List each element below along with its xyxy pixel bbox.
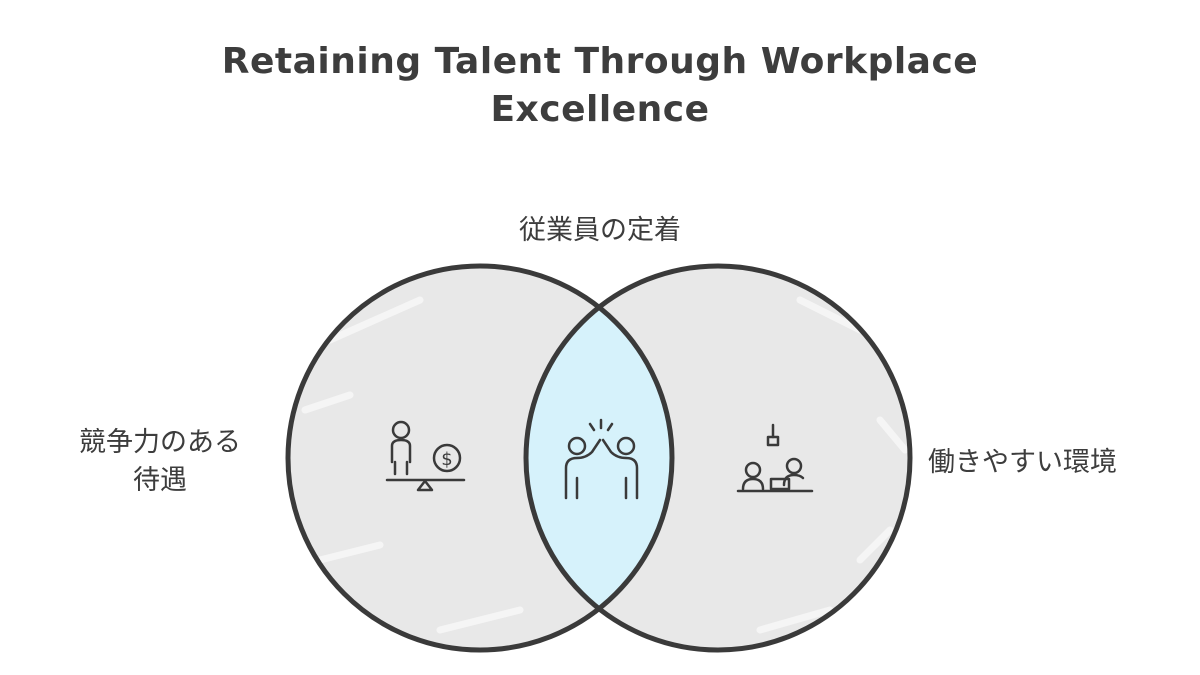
diagram-title: Retaining Talent Through Workplace Excel… [0,38,1200,134]
left-label-line-2: 待遇 [133,465,187,496]
right-circle-outline [523,263,913,653]
right-circle-label: 働きやすい環境 [928,447,1117,478]
intersection-label: 従業員の定着 [519,215,681,246]
office-workers-desk-icon [736,423,814,493]
sketch-hatching [301,296,909,634]
left-circle-outline [285,263,675,653]
left-label-line-1: 競争力のある [79,427,241,458]
intersection-region [526,266,672,650]
left-circle-label: 競争力のある 待遇 [40,424,280,500]
title-line-2: Excellence [490,89,710,130]
high-five-icon [564,418,639,500]
scale-person-dollar-icon: $ [385,420,466,492]
svg-text:$: $ [441,449,452,470]
title-line-1: Retaining Talent Through Workplace [221,41,979,82]
